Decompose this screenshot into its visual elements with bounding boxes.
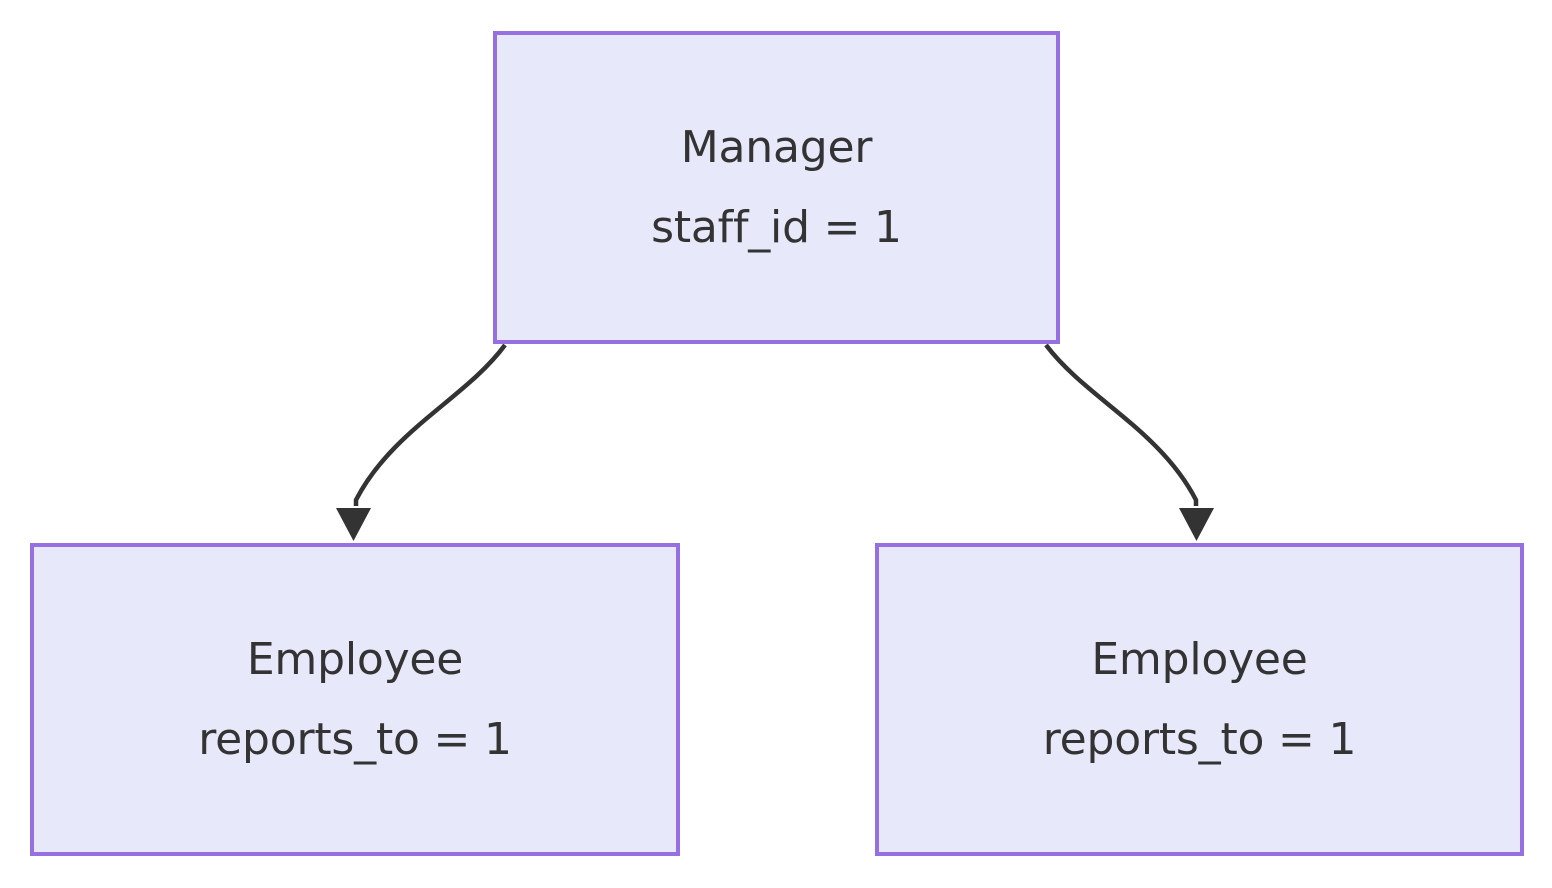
- node-employee-left-title: Employee: [246, 633, 464, 685]
- arrowhead-employee-left: [336, 508, 371, 541]
- node-manager-title: Manager: [680, 121, 873, 173]
- edge-manager-to-employee-left: [353, 343, 507, 506]
- edge-manager-to-employee-right: [1044, 343, 1199, 506]
- node-employee-right[interactable]: Employee reports_to = 1: [875, 543, 1524, 856]
- node-employee-left[interactable]: Employee reports_to = 1: [30, 543, 680, 856]
- node-employee-right-title: Employee: [1091, 633, 1308, 685]
- node-manager-detail: staff_id = 1: [651, 201, 902, 253]
- node-employee-right-detail: reports_to = 1: [1042, 713, 1357, 765]
- node-employee-left-detail: reports_to = 1: [198, 713, 512, 765]
- node-manager[interactable]: Manager staff_id = 1: [493, 31, 1060, 344]
- arrowhead-employee-right: [1179, 508, 1214, 541]
